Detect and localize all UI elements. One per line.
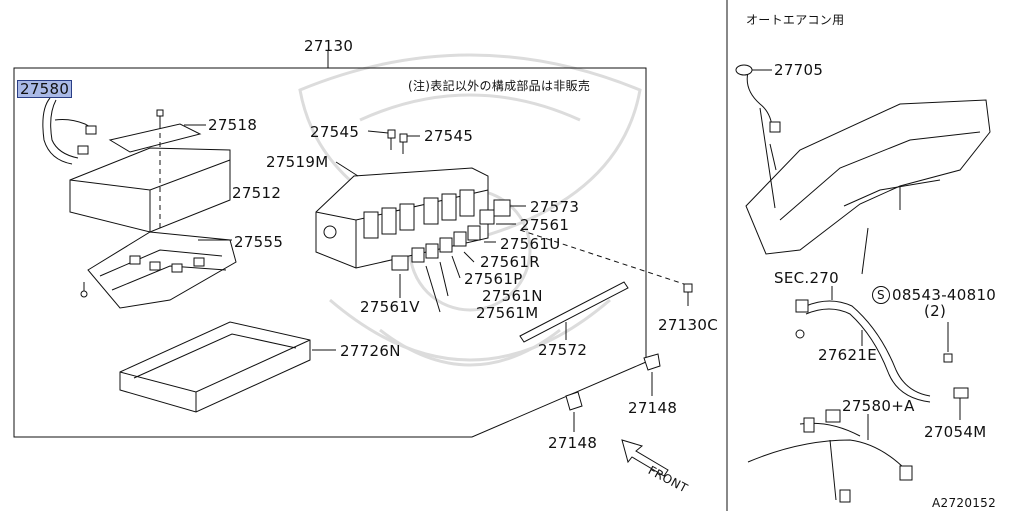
front-arrow <box>621 439 669 477</box>
label-27518[interactable]: 27518 <box>208 116 258 134</box>
part-27572-strip <box>519 281 629 343</box>
part-27580-harness <box>42 97 97 165</box>
label-27130C[interactable]: 27130C <box>658 316 718 334</box>
label-08543-40810[interactable]: 08543-40810 <box>892 286 997 304</box>
label-27561M[interactable]: 27561M <box>476 304 539 322</box>
panel-note: (注)表記以外の構成部品は非販売 <box>408 79 591 93</box>
label-27573[interactable]: 27573 <box>530 198 580 216</box>
label-27130[interactable]: 27130 <box>304 37 354 55</box>
part-27519M-panel <box>315 161 489 269</box>
label-27148-bottom[interactable]: 27148 <box>548 434 598 452</box>
label-27512[interactable]: 27512 <box>232 184 282 202</box>
dashboard-illustration <box>735 64 991 275</box>
part-27512-bracket <box>69 109 231 233</box>
label-sec270[interactable]: SEC.270 <box>774 269 839 287</box>
label-27726N[interactable]: 27726N <box>340 342 401 360</box>
label-27561N[interactable]: 27561N <box>482 287 543 305</box>
label-27555[interactable]: 27555 <box>234 233 284 251</box>
label-27148-right[interactable]: 27148 <box>628 399 678 417</box>
label-27545-left[interactable]: 27545 <box>310 123 360 141</box>
label-27561[interactable]: 27561 <box>520 216 570 234</box>
aspirator-hose <box>795 286 969 420</box>
label-27621E[interactable]: 27621E <box>818 346 877 364</box>
label-27561P[interactable]: 27561P <box>464 270 523 288</box>
s-circle-icon: S <box>872 286 890 304</box>
label-27519M[interactable]: 27519M <box>266 153 329 171</box>
label-27561U[interactable]: 27561U <box>500 235 561 253</box>
part-27580A-harness <box>747 409 913 503</box>
label-27054M[interactable]: 27054M <box>924 423 987 441</box>
reference-code: A2720152 <box>932 496 997 510</box>
label-bolt-qty: (2) <box>924 302 947 320</box>
part-27555-frame <box>80 231 237 309</box>
label-27561R[interactable]: 27561R <box>480 253 540 271</box>
label-27572[interactable]: 27572 <box>538 341 588 359</box>
auto-ac-heading: オートエアコン用 <box>746 13 845 27</box>
label-27561V[interactable]: 27561V <box>360 298 420 316</box>
label-27705[interactable]: 27705 <box>774 61 824 79</box>
part-27561-knobs <box>391 199 691 313</box>
assembly-frame <box>13 67 647 438</box>
part-27726N-tray <box>119 321 336 413</box>
label-27580[interactable]: 27580 <box>16 80 73 98</box>
part-27148-clips <box>565 353 661 432</box>
part-27130C-screw <box>683 283 693 306</box>
part-27545-screws <box>367 129 420 154</box>
label-27545-right[interactable]: 27545 <box>424 127 474 145</box>
label-27580A[interactable]: 27580+A <box>842 397 915 415</box>
